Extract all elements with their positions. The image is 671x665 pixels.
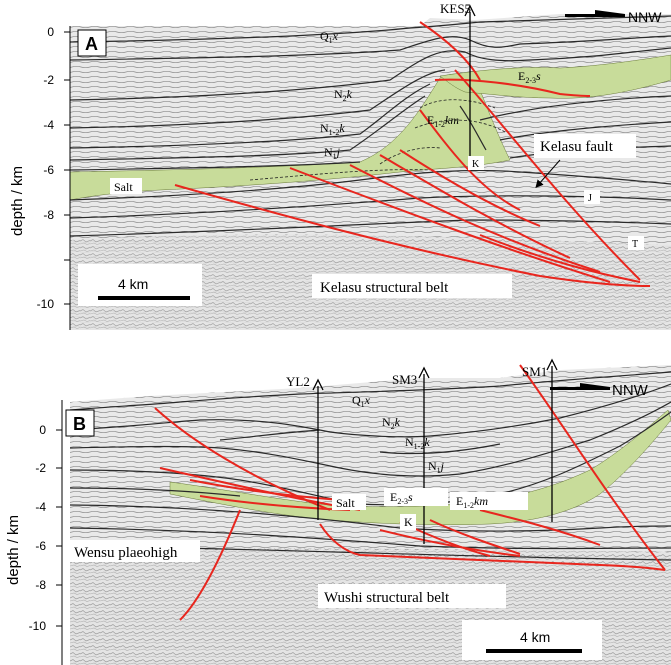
panel-a-letter: A [85, 34, 98, 54]
panel-a-tick-3: -6 [43, 163, 54, 177]
unit-n2k: N2k [334, 87, 353, 103]
panel-a-fault-5 [349, 164, 601, 273]
panel-a-fault-1 [419, 21, 481, 81]
unit-e12km: E1-2km [427, 113, 459, 129]
panel-a-fault-9 [479, 234, 641, 283]
panel-b-salt-layer [169, 409, 671, 526]
panel-b-k-label: K [404, 515, 413, 529]
panel-a-fault-3 [174, 184, 651, 287]
panel-b-tick-3: -6 [35, 539, 46, 553]
panel-a-dashed-contours [249, 99, 506, 181]
panel-b-well-yl2: YL2 [286, 374, 310, 389]
panel-b-tick-4: -8 [35, 578, 46, 592]
panel-b-fault-5 [179, 509, 241, 621]
panel-b-well-sm3: SM3 [392, 372, 417, 387]
panel-b-high-label: Wensu plaeohigh [74, 545, 178, 561]
panel-b-tick-0: 0 [39, 423, 46, 437]
panel-b-belt-label: Wushi structural belt [324, 590, 450, 606]
panel-b-well-sm3-arrow-icon [418, 366, 430, 379]
panel-b-salt-label: Salt [336, 496, 355, 510]
unit-b-n2k: N2k [382, 415, 401, 431]
panel-b-salt-label-bg [332, 494, 366, 510]
panel-a-k-label: K [472, 159, 480, 170]
panel-a-fault-7 [399, 149, 541, 227]
panel-b-high-label-bg [70, 540, 200, 562]
panel-a-k-label-bg [468, 156, 484, 170]
panel-a-t-label: T [632, 239, 638, 250]
panel-a-kelasu-fault-trace [454, 69, 641, 281]
panel-a-well-label: KES5 [440, 1, 471, 16]
panel-b-tick-1: -2 [35, 461, 46, 475]
panel-a-salt-label: Salt [114, 180, 133, 194]
panel-b-fault-8 [379, 529, 521, 557]
panel-b-axis-title: depth / km [5, 515, 22, 585]
panel-b: YL2 SM3 SM1 NNW 0 -2 -4 -6 -8 -10 depth … [5, 358, 671, 665]
panel-a-tick-1: -2 [43, 73, 54, 87]
panel-a-belt-label: Kelasu structural belt [320, 280, 449, 296]
panel-a-fault-6 [379, 154, 571, 259]
unit-b-n12k: N1-2k [405, 435, 430, 451]
panel-a-unit-labels: Q1x N2k N1-2k N1j E1-2km E2-3s [320, 29, 541, 161]
unit-n1j: N1j [324, 145, 341, 161]
panel-a-belt-label-bg [312, 274, 512, 298]
panel-b-scale-box [462, 620, 602, 660]
panel-b-well-yl2-arrow-icon [312, 378, 324, 391]
panel-b-fault-10 [429, 519, 521, 555]
unit-b-n1j: N1j [428, 459, 445, 475]
panel-b-well-sm1: SM1 [522, 364, 547, 379]
panel-a-fault-4 [289, 167, 611, 283]
panel-a-t-label-bg [628, 236, 644, 250]
panel-b-direction-arrow-icon [550, 383, 610, 390]
panel-a-tick-5: -10 [37, 297, 55, 311]
panel-b-scale-bar [486, 649, 582, 653]
panel-b-well-sm1-arrow-icon [546, 358, 558, 371]
panel-a-salt-label-bg [110, 178, 142, 194]
panel-a-tick-2: -4 [43, 118, 54, 132]
panel-a-direction-label: NNW [628, 9, 662, 25]
panel-a-j-label: J [588, 193, 592, 204]
unit-e23s: E2-3s [518, 69, 541, 85]
panel-b-letter-box [65, 409, 95, 437]
unit-n12k: N1-2k [320, 121, 345, 137]
panel-b-fault-6 [319, 523, 666, 571]
unit-b-q1x: Q1x [352, 393, 371, 409]
panel-a-fault-label-bg [534, 134, 636, 158]
panel-b-tick-5: -10 [29, 619, 47, 633]
panel-a-faults [174, 21, 651, 287]
panel-b-fault-7 [519, 364, 666, 571]
panel-b-belt-label-bg [318, 584, 506, 608]
panel-a-well-kes5-arrow-icon [464, 4, 476, 17]
panel-a-scale-bar [98, 296, 190, 300]
panel-b-faults [154, 364, 666, 621]
panel-b-scale-label: 4 km [520, 629, 550, 645]
panel-a-horizons [69, 15, 671, 237]
panel-b-unit-labels: Q1x N2k N1-2k N1j [352, 393, 445, 475]
panel-b-k-label-bg [400, 514, 416, 530]
panel-b-fault-3 [189, 479, 341, 501]
panel-a-fault-8 [419, 109, 521, 211]
panel-b-tick-2: -4 [35, 500, 46, 514]
panel-b-e12km-bg [450, 492, 528, 510]
panel-b-fault-11 [479, 509, 601, 546]
panel-a-j-label-bg [584, 190, 600, 204]
unit-b-e23s: E2-3s [390, 490, 413, 506]
panel-a-fault-label: Kelasu fault [540, 139, 614, 155]
unit-q1x: Q1x [320, 29, 339, 45]
panel-a-scale-label: 4 km [118, 276, 148, 292]
panel-b-axis-ticks [56, 429, 62, 627]
panel-a-tick-4: -8 [43, 208, 54, 222]
panel-a-axis-ticks [64, 31, 70, 305]
panel-a-tick-0: 0 [47, 25, 54, 39]
panel-a-axis-title: depth / km [9, 166, 26, 236]
unit-b-e12km: E1-2km [456, 494, 488, 510]
panel-b-letter: B [73, 414, 86, 434]
panel-a-letter-box [77, 29, 107, 57]
panel-a: KES5 NNW 0 -2 -4 -6 -8 -10 depth / km A [9, 1, 671, 330]
panel-a-direction-arrow-icon [565, 10, 625, 17]
panel-b-direction-label: NNW [612, 382, 649, 399]
panel-a-fault-pointer-icon [535, 159, 561, 189]
panel-b-e23s-bg [384, 488, 448, 506]
